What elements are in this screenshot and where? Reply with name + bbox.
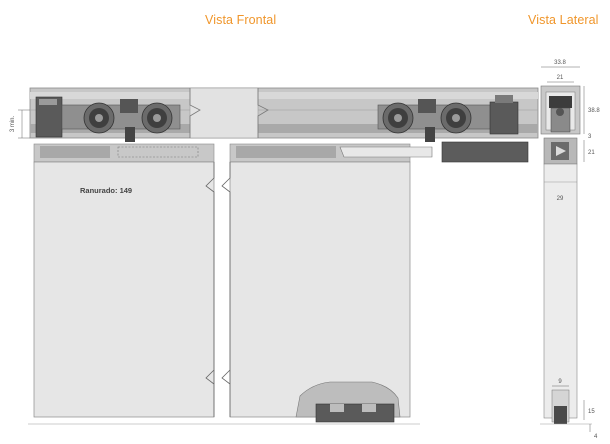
dim-29: 29 — [557, 196, 564, 202]
dim-21-top: 21 — [557, 75, 564, 81]
right-door-top-profile — [229, 141, 529, 163]
dim-21-side: 21 — [588, 150, 595, 156]
min-gap-label: 3 min. — [10, 116, 16, 133]
min-gap-dimension: 3 min. — [10, 109, 30, 139]
left-door-panel — [33, 161, 215, 418]
dim-3: 3 — [588, 134, 592, 140]
floor-guide — [295, 381, 401, 423]
right-door-panel — [221, 161, 411, 418]
front-view-title: Vista Frontal — [205, 13, 277, 27]
left-door-top-profile — [33, 143, 215, 163]
groove-label: Ranurado: 149 — [80, 186, 132, 195]
side-view: 33.8 21 38.8 3 21 22 29 9 15 4 — [540, 60, 600, 440]
dim-15: 15 — [588, 409, 595, 415]
dim-33-8: 33.8 — [554, 60, 566, 66]
dim-9: 9 — [558, 379, 562, 385]
dim-4: 4 — [594, 434, 598, 440]
right-roller-carriage — [377, 95, 519, 142]
dim-38-8: 38.8 — [588, 108, 600, 114]
side-view-title: Vista Lateral — [528, 13, 599, 27]
left-roller-carriage — [35, 96, 181, 142]
